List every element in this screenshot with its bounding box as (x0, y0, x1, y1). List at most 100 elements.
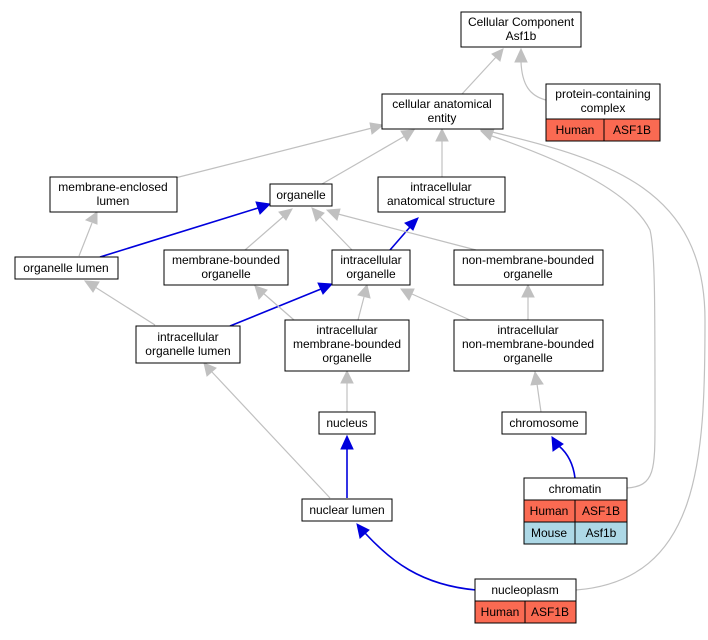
node-label: entity (428, 111, 457, 125)
edge-imbo-to-mbo (262, 292, 295, 321)
node-label: intracellular (157, 330, 218, 344)
node-label: organelle (201, 267, 251, 281)
annotation-species: Mouse (531, 526, 567, 540)
arrowhead (325, 208, 341, 221)
node-label: Asf1b (506, 29, 537, 43)
node-chromosome[interactable]: chromosome (501, 411, 587, 435)
edge-nmbo-to-org (337, 213, 477, 251)
node-intracellular-organelle[interactable]: intracellular organelle (331, 249, 411, 286)
edge-mel-to-cae (174, 127, 373, 179)
arrowhead (400, 288, 415, 301)
arrowhead (311, 207, 325, 222)
arrowhead (479, 128, 495, 141)
node-membrane-enclosed-lumen[interactable]: membrane-enclosed lumen (49, 176, 178, 213)
node-label: complex (581, 101, 626, 115)
arrowhead (435, 127, 449, 142)
node-label: membrane-bounded (293, 337, 401, 351)
node-label: intracellular (497, 323, 558, 337)
arrowhead (356, 523, 370, 539)
arrowhead (357, 283, 371, 299)
node-label: membrane-enclosed (58, 180, 167, 194)
arrowhead (514, 47, 528, 63)
nodes: Cellular Component Asf1b protein-contain… (14, 11, 661, 624)
node-intracellular-non-membrane-bounded-organelle[interactable]: intracellular non-membrane-bounded organ… (453, 319, 604, 372)
edge-ol-to-mel (78, 222, 93, 257)
arrowhead (340, 434, 354, 450)
node-label: non-membrane-bounded (462, 253, 594, 267)
node-organelle-lumen[interactable]: organelle lumen (14, 256, 119, 280)
node-label: anatomical structure (387, 194, 495, 208)
edge-chromatin-to-cae (491, 135, 656, 489)
arrowhead (278, 208, 293, 221)
node-intracellular-membrane-bounded-organelle[interactable]: intracellular membrane-bounded organelle (284, 319, 410, 372)
node-label: intracellular (316, 323, 377, 337)
edge-mbo-to-org (244, 215, 285, 251)
node-label: Cellular Component (468, 15, 575, 29)
edge-chromosome-to-inmbo (536, 383, 542, 413)
node-nucleoplasm[interactable]: nucleoplasm Human ASF1B (474, 578, 577, 624)
node-label: organelle lumen (145, 344, 230, 358)
node-label: organelle (503, 267, 553, 281)
arrowhead (317, 282, 334, 295)
edge-ol-to-org (99, 207, 259, 258)
node-protein-containing-complex[interactable]: protein-containing complex Human ASF1B (545, 83, 661, 142)
annotation-gene-cell (524, 600, 577, 624)
node-label: nucleus (326, 416, 367, 430)
node-intracellular-anatomical-structure[interactable]: intracellular anatomical structure (377, 176, 506, 213)
node-non-membrane-bounded-organelle[interactable]: non-membrane-bounded organelle (453, 249, 604, 286)
node-nuclear-lumen[interactable]: nuclear lumen (301, 498, 393, 522)
node-cellular-anatomical-entity[interactable]: cellular anatomical entity (381, 93, 504, 130)
node-label: protein-containing (555, 87, 650, 101)
annotation-species: Human (530, 504, 569, 518)
node-label: organelle (346, 267, 396, 281)
arrowhead (84, 211, 98, 225)
annotation-species: Human (481, 605, 520, 619)
edge-nucleoplasm-to-nl (364, 532, 477, 591)
node-label: membrane-bounded (172, 253, 280, 267)
node-label: nuclear lumen (309, 503, 384, 517)
node-label: lumen (97, 194, 130, 208)
annotation-gene: ASF1B (613, 123, 651, 137)
node-label: chromosome (509, 416, 579, 430)
edge-io-to-org (319, 216, 353, 251)
arrowhead (203, 362, 217, 377)
node-cellular-component[interactable]: Cellular Component Asf1b (460, 11, 582, 48)
arrowhead (551, 436, 564, 452)
node-label: organelle (322, 351, 372, 365)
edge-nucleoplasm-to-cae (491, 131, 706, 591)
arrowhead (491, 48, 504, 62)
arrowhead (521, 283, 535, 298)
annotation-gene: ASF1B (582, 504, 620, 518)
node-organelle[interactable]: organelle (269, 183, 333, 207)
arrowhead (340, 369, 354, 384)
edge-pcc-to-cc (520, 61, 547, 101)
arrowhead (400, 129, 415, 142)
edge-inmbo-to-io (411, 293, 471, 321)
edge-cae-to-cc (461, 55, 498, 95)
edge-org-to-cae (321, 135, 406, 185)
node-chromatin[interactable]: chromatin Human ASF1B Mouse Asf1b (523, 477, 628, 545)
node-label: cellular anatomical (392, 97, 491, 111)
annotation-gene-cell (603, 118, 661, 142)
node-label: organelle (276, 188, 326, 202)
edges (78, 47, 706, 591)
annotation-gene: ASF1B (531, 605, 569, 619)
arrowhead (255, 201, 272, 215)
edge-iol-to-io (229, 288, 322, 327)
edge-iol-to-ol (94, 286, 156, 326)
arrowhead (369, 122, 385, 135)
arrowhead (530, 370, 544, 386)
node-intracellular-organelle-lumen[interactable]: intracellular organelle lumen (135, 325, 241, 364)
annotation-species: Human (556, 123, 595, 137)
node-membrane-bounded-organelle[interactable]: membrane-bounded organelle (163, 249, 289, 286)
node-nucleus[interactable]: nucleus (318, 411, 376, 435)
annotation-gene-cell (574, 521, 628, 545)
edge-imbo-to-io (357, 296, 365, 321)
edge-chromatin-to-chromosome (558, 445, 576, 479)
arrowhead (83, 280, 100, 293)
annotation-gene: Asf1b (586, 526, 617, 540)
node-label: chromatin (549, 482, 602, 496)
arrowhead (404, 217, 419, 231)
